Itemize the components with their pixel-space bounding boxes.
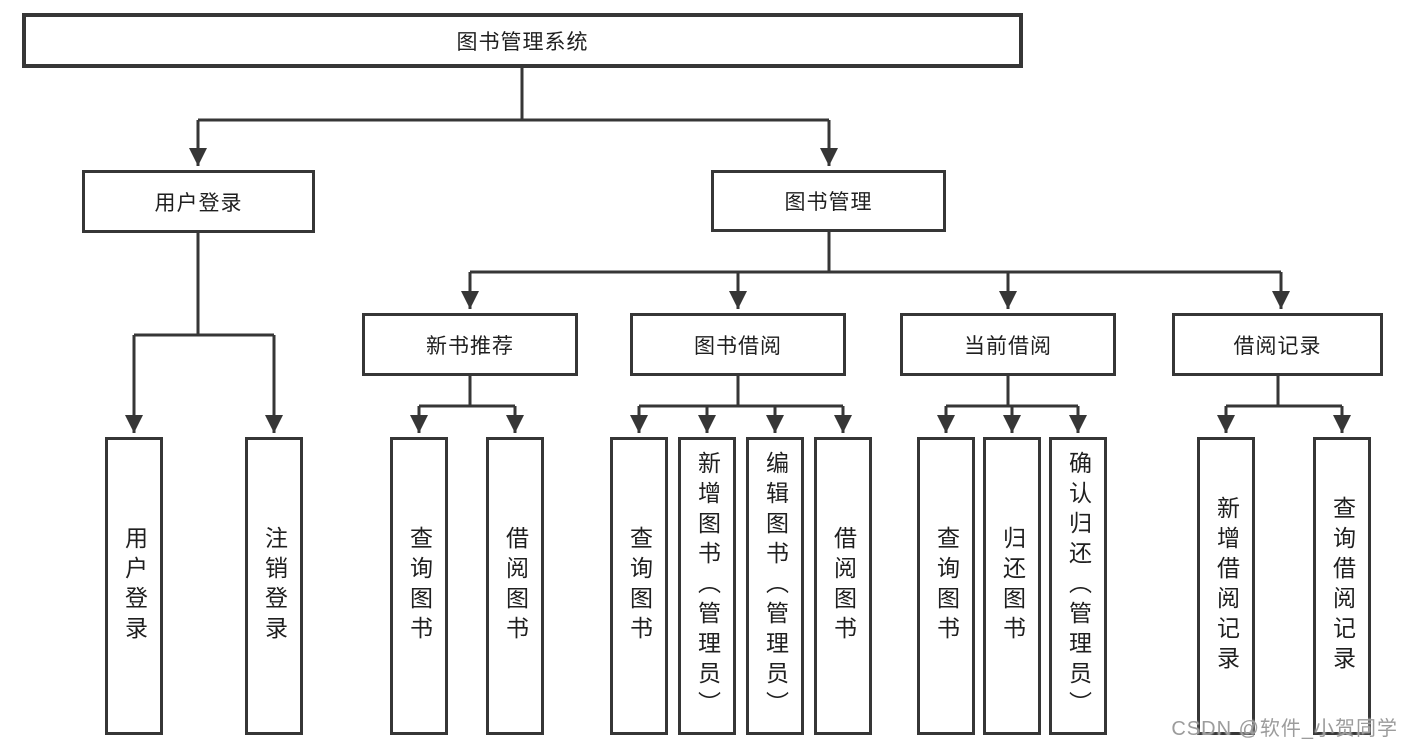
node-book-borrowing: 图书借阅: [630, 313, 846, 376]
node-logout: 注销登录: [245, 437, 303, 735]
node-new-book-recommend: 新书推荐: [362, 313, 578, 376]
node-label: 查询借阅记录: [1329, 496, 1356, 676]
node-library-system: 图书管理系统: [22, 13, 1023, 68]
node-label: 新增图书（管理员）: [694, 451, 721, 721]
node-current-borrowing: 当前借阅: [900, 313, 1116, 376]
node-add-books-admin: 新增图书（管理员）: [678, 437, 736, 735]
node-label: 当前借阅: [964, 334, 1052, 358]
node-label: 借阅图书: [830, 526, 857, 646]
node-query-books-current: 查询图书: [917, 437, 975, 735]
node-query-books-recommend: 查询图书: [390, 437, 448, 735]
node-label: 图书管理系统: [456, 30, 589, 54]
node-label: 新书推荐: [426, 334, 514, 358]
node-label: 图书管理: [784, 191, 873, 214]
watermark-text: CSDN @软件_小贺同学: [1171, 718, 1398, 740]
node-confirm-return-admin: 确认归还（管理员）: [1049, 437, 1107, 735]
node-label: 借阅图书: [502, 526, 529, 646]
node-label: 借阅记录: [1233, 334, 1322, 358]
node-label: 新增借阅记录: [1213, 496, 1240, 676]
node-edit-books-admin: 编辑图书（管理员）: [746, 437, 804, 735]
node-query-books-borrowing: 查询图书: [610, 437, 668, 735]
node-borrow-books-borrowing: 借阅图书: [814, 437, 872, 735]
node-label: 注销登录: [261, 526, 288, 646]
node-label: 归还图书: [999, 526, 1026, 646]
node-borrow-books-recommend: 借阅图书: [486, 437, 544, 735]
node-user-login-action: 用户登录: [105, 437, 163, 735]
node-label: 用户登录: [121, 526, 148, 646]
node-label: 查询图书: [406, 526, 433, 646]
node-label: 查询图书: [626, 526, 653, 646]
node-label: 图书借阅: [694, 334, 782, 358]
node-label: 用户登录: [154, 191, 243, 215]
node-user-login: 用户登录: [82, 170, 315, 233]
node-query-borrow-record: 查询借阅记录: [1313, 437, 1371, 735]
node-add-borrow-record: 新增借阅记录: [1197, 437, 1255, 735]
node-return-books: 归还图书: [983, 437, 1041, 735]
node-borrow-records: 借阅记录: [1172, 313, 1383, 376]
node-book-management: 图书管理: [711, 170, 946, 232]
node-label: 确认归还（管理员）: [1065, 451, 1092, 721]
node-label: 查询图书: [933, 526, 960, 646]
node-label: 编辑图书（管理员）: [762, 451, 789, 721]
